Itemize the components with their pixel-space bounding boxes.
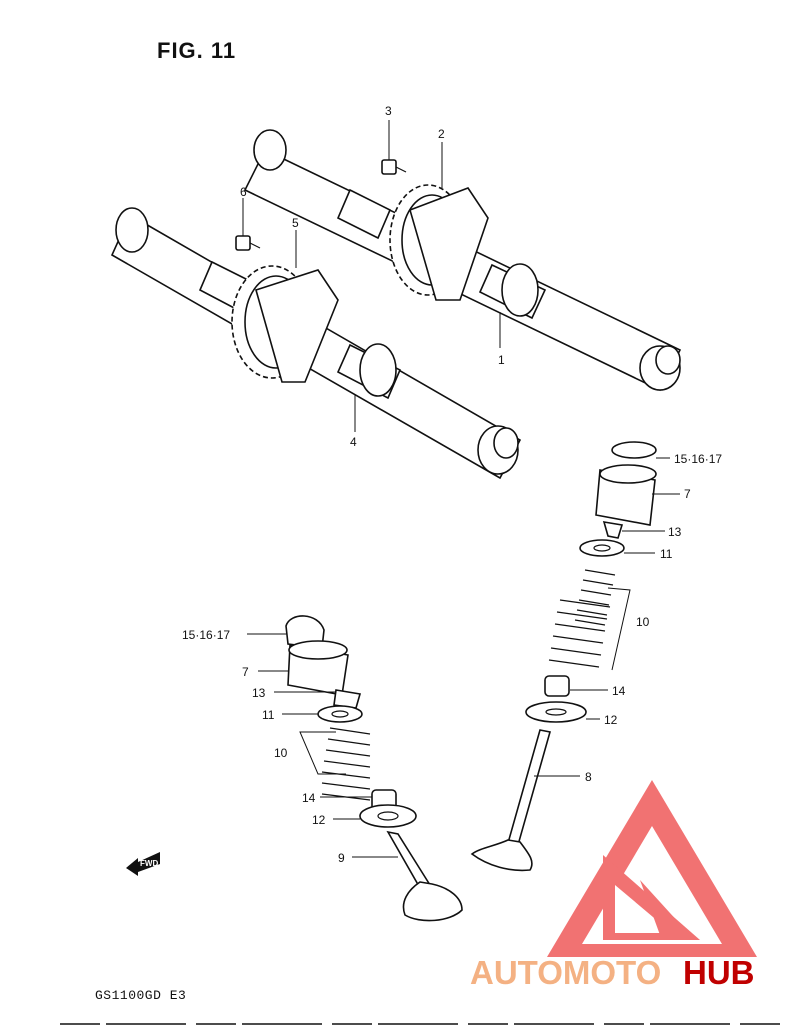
bolt-intake (235, 235, 261, 251)
label-part-14-left: 14 (302, 791, 316, 805)
watermark-logo (547, 780, 757, 957)
watermark-text: AUTOMOTO HUB (470, 954, 755, 991)
watermark-brand-b: HUB (683, 954, 755, 991)
figure-title: FIG. 11 (157, 38, 237, 63)
tappet-right (595, 464, 657, 526)
fwd-label: FWD (140, 859, 158, 868)
label-part-6: 6 (240, 185, 247, 199)
label-part-7-left: 7 (242, 665, 249, 679)
label-part-3: 3 (385, 104, 392, 118)
label-part-5: 5 (292, 216, 299, 230)
seal-right (544, 675, 570, 697)
tappet-left (287, 640, 349, 696)
retainer-left (317, 705, 363, 723)
springs-right (548, 569, 616, 668)
label-part-11-right: 11 (660, 547, 673, 561)
valve-intake (386, 830, 463, 922)
label-part-11-left: 11 (262, 708, 275, 722)
label-part-7-right: 7 (684, 487, 691, 501)
cotter-right (602, 521, 624, 539)
part-labels: 1 2 3 4 5 6 15·16·17 7 13 11 10 14 12 8 … (182, 104, 722, 865)
label-part-13-left: 13 (252, 686, 266, 700)
label-part-12-left: 12 (312, 813, 326, 827)
label-part-12-right: 12 (604, 713, 618, 727)
shim-right (611, 441, 657, 459)
sprocket-intake (231, 265, 339, 383)
label-part-1: 1 (498, 353, 505, 367)
label-part-15-16-17-right: 15·16·17 (674, 452, 722, 466)
bolt-exhaust (381, 159, 407, 175)
springs-left (321, 727, 371, 801)
label-part-8: 8 (585, 770, 592, 784)
fwd-arrow-icon: FWD (126, 852, 160, 876)
valve-exhaust (470, 729, 552, 872)
seat-right (525, 701, 587, 723)
leader-lines (242, 120, 680, 858)
label-part-10-right: 10 (636, 615, 650, 629)
label-part-4: 4 (350, 435, 357, 449)
label-part-14-right: 14 (612, 684, 626, 698)
watermark-brand-a: AUTOMOTO (470, 954, 661, 991)
model-code: GS1100GD E3 (95, 988, 187, 1003)
sprocket-exhaust (389, 184, 489, 301)
label-part-9: 9 (338, 851, 345, 865)
label-part-10-left: 10 (274, 746, 288, 760)
label-part-13-right: 13 (668, 525, 682, 539)
seat-left (359, 804, 417, 828)
retainer-right (579, 539, 625, 557)
label-part-15-16-17-left: 15·16·17 (182, 628, 230, 642)
label-part-2: 2 (438, 127, 445, 141)
